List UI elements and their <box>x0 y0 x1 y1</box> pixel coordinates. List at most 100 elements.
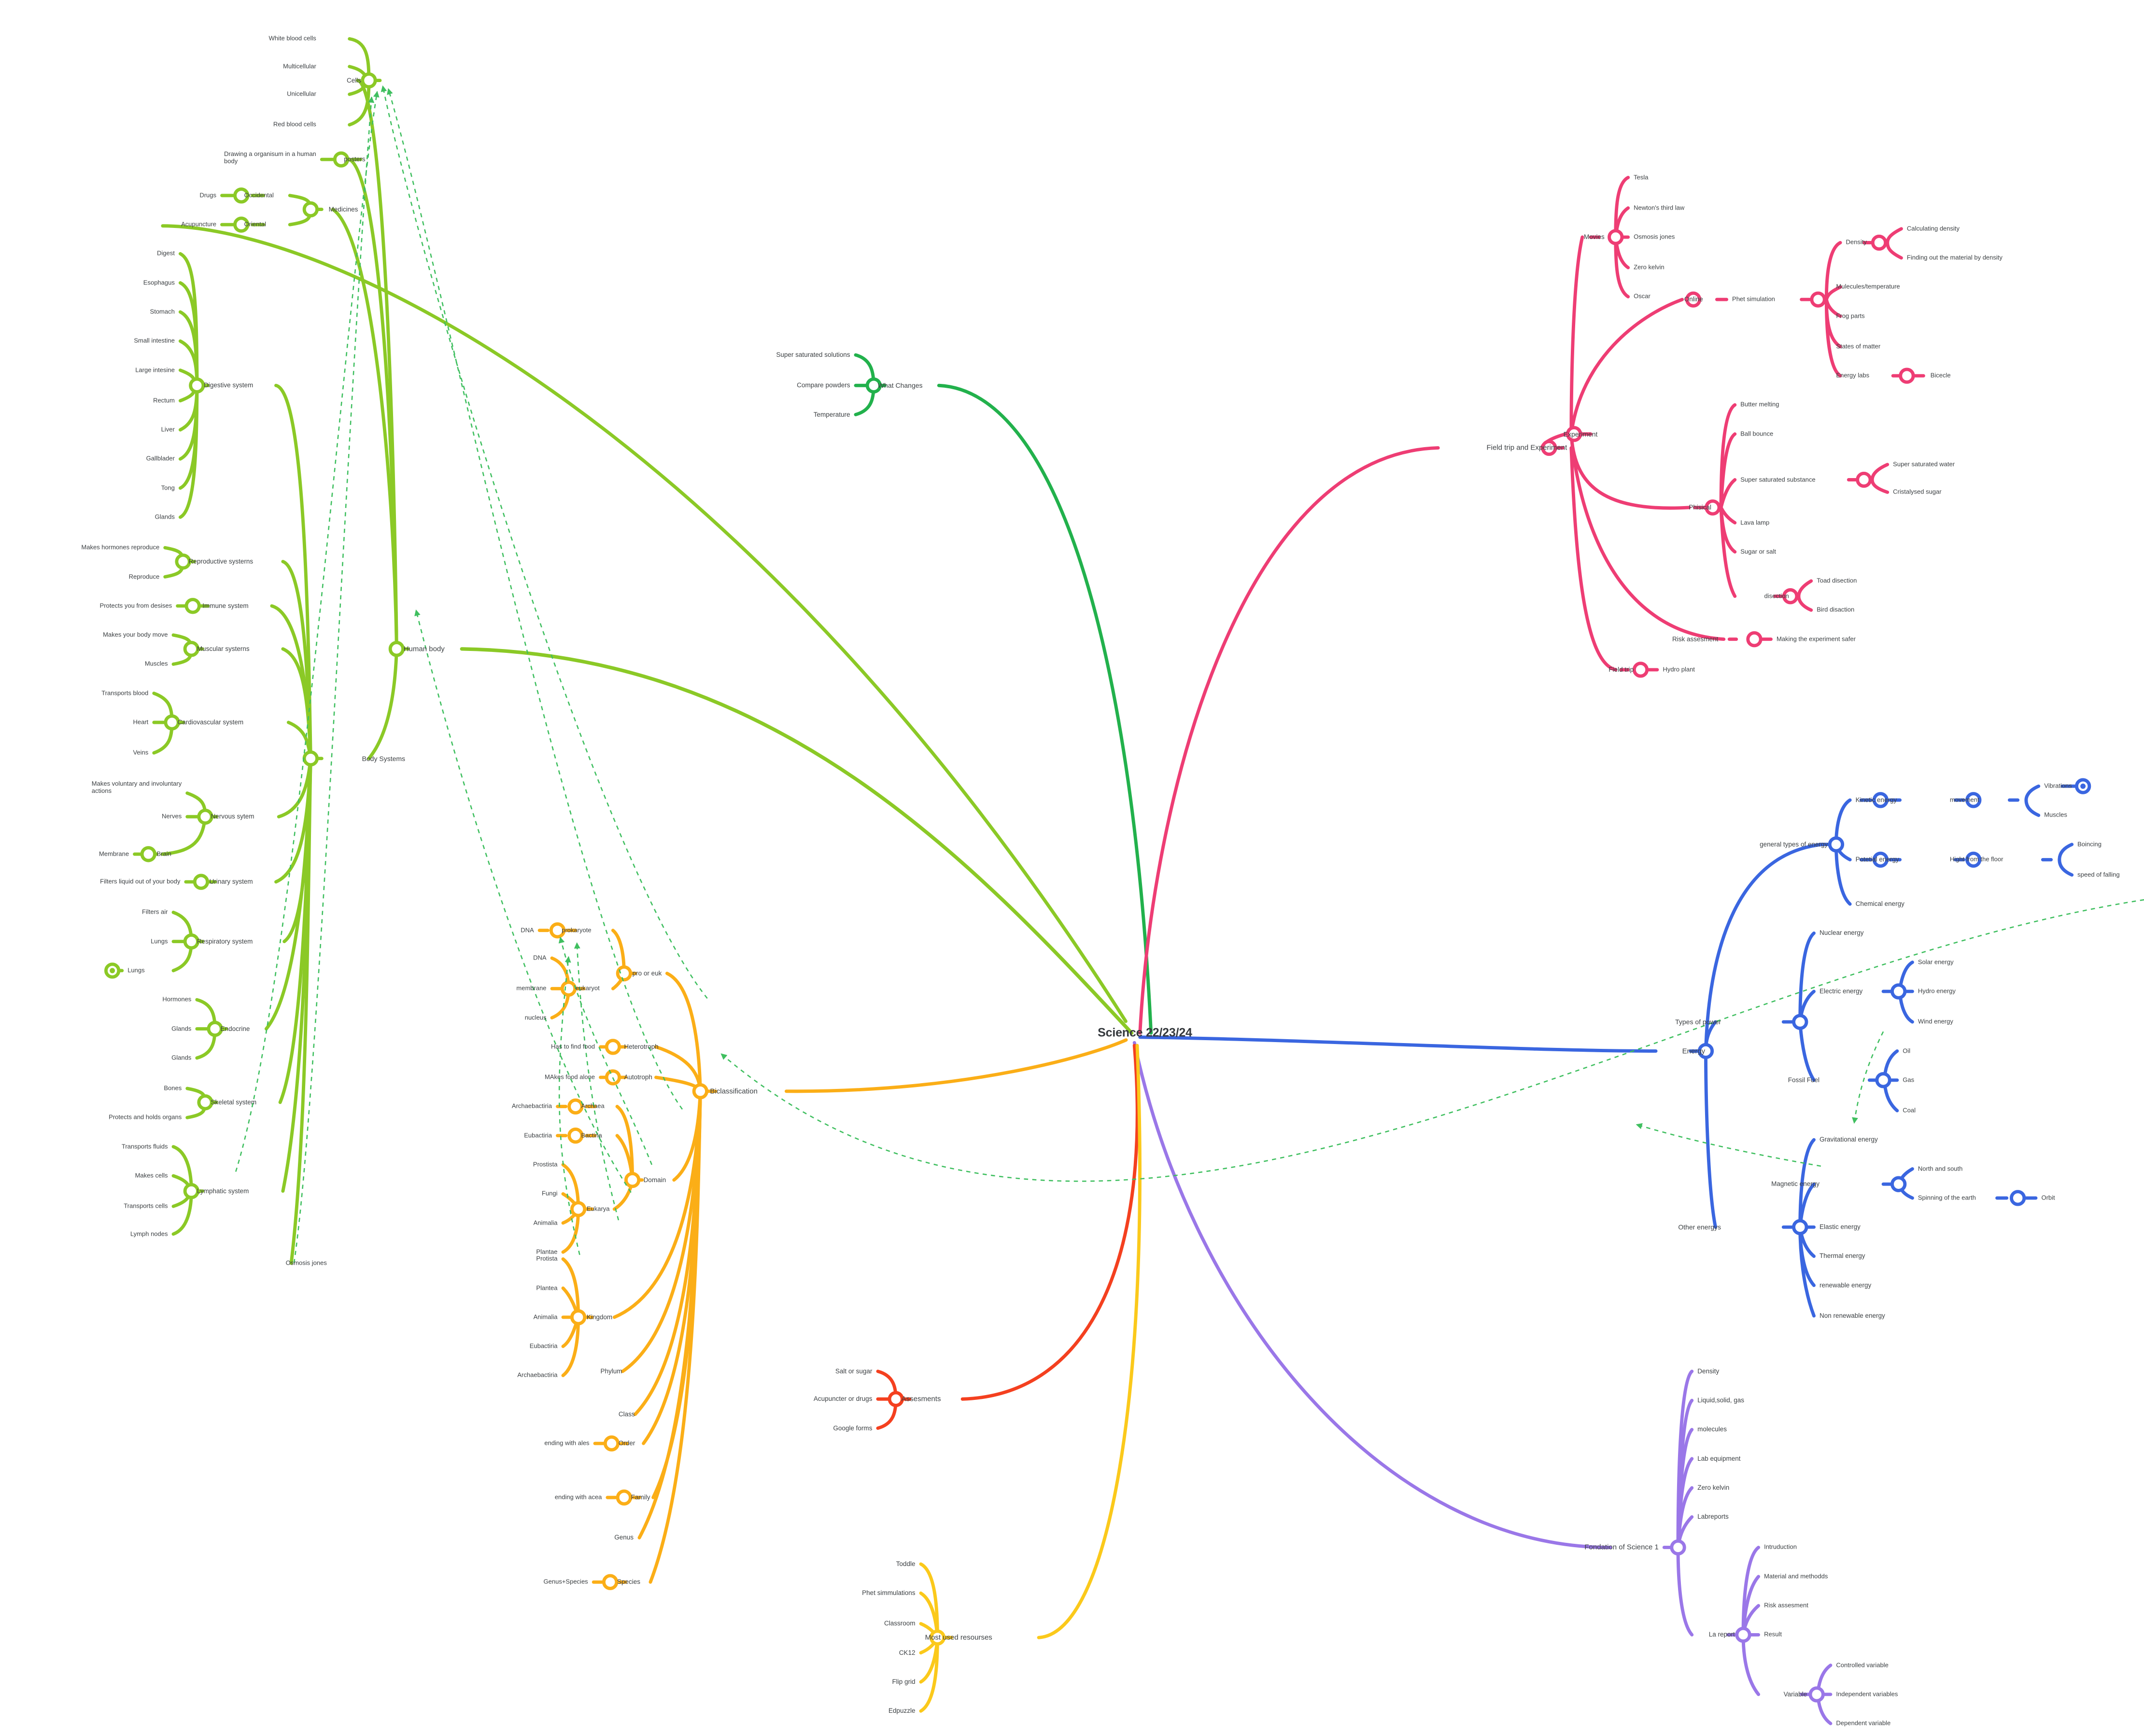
node-label-cardiovascular-system[interactable]: Cardiovascular system <box>177 719 244 726</box>
node-label-rectum[interactable]: Rectum <box>153 396 175 404</box>
node-label-makes-hormones[interactable]: Makes hormones reproduce <box>81 543 160 551</box>
node-label-unicellular[interactable]: Unicellular <box>287 90 316 98</box>
node-label-glands-dig[interactable]: Glands <box>155 513 175 521</box>
node-label-electric-energy[interactable]: Electric energy <box>1819 988 1863 995</box>
node-label-stomach[interactable]: Stomach <box>150 308 175 315</box>
node-label-prokaryote[interactable]: prokaryote <box>562 926 592 934</box>
node-label-genus-species[interactable]: Genus+Species <box>543 1578 588 1585</box>
node-label-body-systems[interactable]: Body Systems <box>362 754 406 762</box>
node-label-result[interactable]: Result <box>1764 1630 1782 1638</box>
node-label-domain[interactable]: Domain <box>643 1176 666 1184</box>
node-label-flip-grid[interactable]: Flip grid <box>892 1678 916 1686</box>
node-label-endocrine[interactable]: Endocrine <box>220 1025 250 1032</box>
node-label-online[interactable]: Online <box>1684 296 1703 303</box>
node-label-la-report[interactable]: La report <box>1708 1631 1735 1638</box>
node-label-posters[interactable]: posters <box>344 155 366 163</box>
node-label-liquid-solid-gas[interactable]: Liquid,solid, gas <box>1697 1397 1745 1404</box>
node-label-order[interactable]: Order <box>618 1440 635 1447</box>
node-label-general-types[interactable]: general types of energy <box>1760 840 1828 848</box>
node-label-ending-with-acea[interactable]: ending with acea <box>554 1493 602 1501</box>
node-label-dna-euk[interactable]: DNA <box>533 954 547 961</box>
node-label-butter-melting[interactable]: Butter melting <box>1740 400 1779 408</box>
node-label-coal[interactable]: Coal <box>1903 1106 1916 1114</box>
node-label-elastic-energy[interactable]: Elastic energy <box>1819 1223 1861 1231</box>
node-label-phet-simmulations[interactable]: Phet simmulations <box>862 1589 916 1597</box>
node-label-movement[interactable]: movement <box>1949 796 1979 804</box>
node-label-red-blood-cells[interactable]: Red blood cells <box>273 120 316 128</box>
node-label-reproduce[interactable]: Reproduce <box>128 573 160 580</box>
node-label-biclassification[interactable]: Biclassification <box>710 1087 758 1096</box>
node-label-bicecle[interactable]: Bicecle <box>1930 371 1951 379</box>
node-label-chemical-energy[interactable]: Chemical energy <box>1855 900 1904 908</box>
node-label-speed-of-falling[interactable]: speed of falling <box>2077 871 2120 878</box>
node-label-large-intesine[interactable]: Large intesine <box>135 366 175 374</box>
node-label-sugar-or-salt[interactable]: Sugar or salt <box>1740 548 1776 555</box>
node-label-oriental[interactable]: Oriental <box>244 220 266 228</box>
node-label-muscles-kin[interactable]: Muscles <box>2044 811 2067 819</box>
node-label-salt-or-sugar[interactable]: Salt or sugar <box>835 1368 873 1375</box>
node-label-glands-1[interactable]: Glands <box>171 1025 192 1032</box>
node-label-urinary-system[interactable]: Urinary system <box>209 878 253 886</box>
node-label-makes-food-alone[interactable]: MAkes food alone <box>544 1073 595 1081</box>
node-label-zero-kelvin-movie[interactable]: Zero kelvin <box>1634 263 1664 271</box>
node-label-skeletal-system[interactable]: Skeletal system <box>211 1099 257 1106</box>
node-label-transports-fluids[interactable]: Transports fluids <box>121 1143 168 1150</box>
node-label-digest[interactable]: Digest <box>157 249 175 257</box>
node-label-glands-2[interactable]: Glands <box>171 1054 192 1061</box>
node-label-energy-labs[interactable]: Energy labs <box>1836 371 1870 379</box>
node-label-fondation-of-science-1[interactable]: Fondation of Science 1 <box>1584 1543 1659 1552</box>
node-label-dependent-variable[interactable]: Dependent variable <box>1836 1719 1891 1727</box>
node-label-super-saturated-water[interactable]: Super saturated water <box>1893 460 1955 468</box>
node-label-intruduction[interactable]: Intruduction <box>1764 1543 1797 1551</box>
node-label-brain[interactable]: Brain <box>156 850 171 858</box>
node-label-archaebactiria-king[interactable]: Archaebactiria <box>517 1371 558 1379</box>
node-label-movies[interactable]: Movies <box>1584 233 1605 241</box>
node-label-osmosis-jones-movie[interactable]: Osmosis jones <box>1634 233 1675 240</box>
node-label-respiratory-system[interactable]: Respiratory system <box>197 937 253 945</box>
node-label-toad-disection[interactable]: Toad disection <box>1817 577 1857 584</box>
node-label-boincing[interactable]: Boincing <box>2077 840 2102 848</box>
node-label-transports-cells[interactable]: Transports cells <box>124 1202 168 1210</box>
node-label-magnetic-energy[interactable]: Magnetic energy <box>1771 1180 1820 1188</box>
node-label-density-fos[interactable]: Density <box>1697 1368 1720 1375</box>
node-label-medicines[interactable]: Medicines <box>328 205 358 213</box>
node-label-disection[interactable]: disection <box>1764 592 1789 600</box>
node-label-mulecules-temperature[interactable]: Mulecules/temperature <box>1836 282 1900 290</box>
node-label-experiment[interactable]: Experiment <box>1563 430 1598 438</box>
node-label-eukaryot[interactable]: eukaryot <box>575 984 600 992</box>
node-label-heterotroph[interactable]: Heterotroph <box>624 1043 659 1051</box>
node-label-orbit[interactable]: Orbit <box>2041 1194 2055 1201</box>
node-label-phylum[interactable]: Phylum <box>600 1368 622 1375</box>
node-label-archaea[interactable]: Archaea <box>581 1102 605 1110</box>
node-label-lymph-nodes[interactable]: Lymph nodes <box>130 1230 168 1238</box>
node-label-ck12[interactable]: CK12 <box>899 1649 916 1656</box>
node-label-material-and-methodds[interactable]: Material and methodds <box>1764 1572 1828 1580</box>
node-label-other-energys[interactable]: Other energys <box>1678 1223 1721 1231</box>
node-label-esophagus[interactable]: Esophagus <box>143 279 175 286</box>
node-label-muscles-ms[interactable]: Muscles <box>144 660 168 667</box>
node-label-cristalysed-sugar[interactable]: Cristalysed sugar <box>1893 488 1942 495</box>
node-label-filters-air[interactable]: Filters air <box>142 908 168 916</box>
node-label-protects-organs[interactable]: Protects and holds organs <box>109 1113 182 1121</box>
node-label-most-used-resourses[interactable]: Most used resourses <box>925 1633 992 1642</box>
node-label-energy[interactable]: Energy <box>1682 1046 1706 1055</box>
node-label-kingdom[interactable]: Kingdom <box>586 1313 613 1321</box>
node-label-molecules[interactable]: molecules <box>1697 1425 1727 1433</box>
node-label-heart[interactable]: Heart <box>133 718 149 726</box>
node-label-potetial-energy[interactable]: Potetial energy <box>1855 856 1899 863</box>
node-label-states-of-matter[interactable]: States of matter <box>1836 342 1881 350</box>
node-label-edpuzzle[interactable]: Edpuzzle <box>888 1707 916 1715</box>
node-label-labreports[interactable]: Labreports <box>1697 1513 1729 1521</box>
node-label-toddle[interactable]: Toddle <box>896 1560 916 1568</box>
node-label-phisical[interactable]: Phisical <box>1689 504 1711 511</box>
node-label-eubactiria-king[interactable]: Eubactiria <box>529 1342 558 1350</box>
node-label-renewable-energy[interactable]: renewable energy <box>1819 1282 1872 1289</box>
node-label-prostista[interactable]: Prostista <box>533 1160 558 1168</box>
node-label-tesla[interactable]: Tesla <box>1634 173 1649 181</box>
node-label-risk-assesment-lab[interactable]: Risk assesment <box>1764 1601 1808 1609</box>
node-label-bones[interactable]: Bones <box>164 1084 182 1092</box>
node-label-zero-kelvin-fos[interactable]: Zero kelvin <box>1697 1484 1730 1492</box>
node-label-eubactiria-dom[interactable]: Eubactiria <box>524 1131 552 1139</box>
node-label-muscular-systems[interactable]: Muscular systerns <box>197 645 250 653</box>
node-label-gas[interactable]: Gas <box>1903 1076 1915 1084</box>
